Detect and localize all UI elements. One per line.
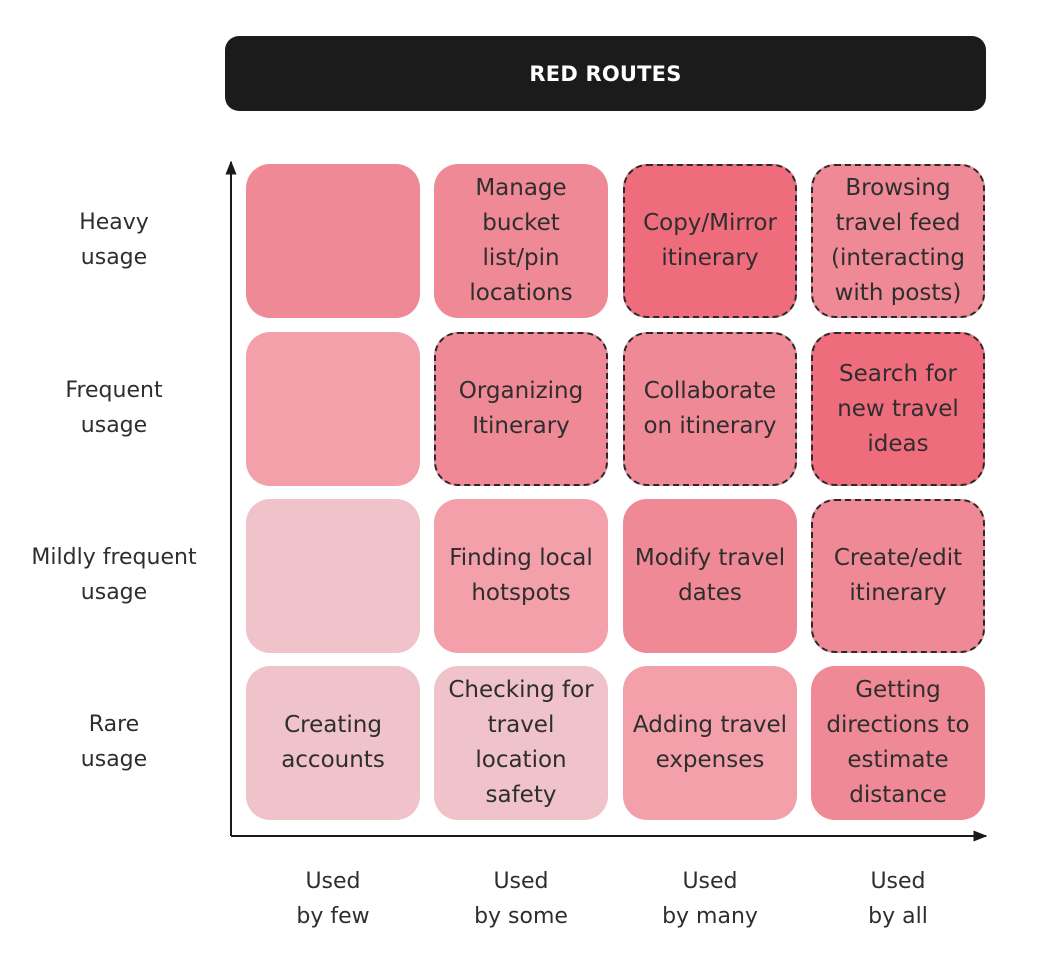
cell-frequent-some: Organizing Itinerary	[434, 332, 608, 486]
row-label-mildly-frequent: Mildly frequent usage	[31, 545, 197, 605]
cell-label: Modify travel dates	[634, 545, 786, 606]
cell-frequent-all: Search for new travel ideas	[811, 332, 985, 486]
col-label-all: Used by all	[868, 869, 928, 929]
cell-label: Getting directions to estimate distance	[826, 677, 970, 808]
col-label-few: Used by few	[296, 869, 370, 929]
cell-heavy-all: Browsing travel feed (interacting with p…	[811, 164, 985, 318]
cell-rare-some: Checking for travel location safety	[434, 666, 608, 820]
cell-label: Organizing Itinerary	[458, 378, 584, 439]
col-label-many: Used by many	[662, 869, 758, 929]
row-label-frequent: Frequent usage	[65, 378, 163, 438]
cell-heavy-some: Manage bucket list/pin locations	[434, 164, 608, 318]
cell-label: Finding local hotspots	[449, 545, 593, 606]
cell-mildly-few	[246, 499, 420, 653]
cell-frequent-many: Collaborate on itinerary	[623, 332, 797, 486]
page-title: RED ROUTES	[529, 61, 682, 86]
row-label-heavy: Heavy usage	[79, 210, 149, 270]
cell-frequent-few	[246, 332, 420, 486]
cell-label: Collaborate on itinerary	[643, 378, 777, 439]
cell-label: Checking for travel location safety	[448, 677, 594, 808]
cell-label: Creating accounts	[281, 712, 385, 773]
cell-label: Manage bucket list/pin locations	[469, 175, 573, 306]
cell-label: Copy/Mirror itinerary	[643, 210, 777, 271]
cell-mildly-all: Create/edit itinerary	[811, 499, 985, 653]
cell-heavy-many: Copy/Mirror itinerary	[623, 164, 797, 318]
cell-heavy-few	[246, 164, 420, 318]
row-label-rare: Rare usage	[80, 712, 148, 772]
cell-rare-all: Getting directions to estimate distance	[811, 666, 985, 820]
col-label-some: Used by some	[474, 869, 568, 929]
cell-label: Adding travel expenses	[632, 712, 788, 773]
cell-rare-many: Adding travel expenses	[623, 666, 797, 820]
cell-label: Create/edit itinerary	[833, 545, 963, 606]
cell-rare-few: Creating accounts	[246, 666, 420, 820]
cell-label: Browsing travel feed (interacting with p…	[831, 175, 965, 306]
cell-label: Search for new travel ideas	[837, 360, 959, 457]
cell-mildly-some: Finding local hotspots	[434, 499, 608, 653]
title-bar: RED ROUTES	[225, 36, 986, 111]
cell-mildly-many: Modify travel dates	[623, 499, 797, 653]
